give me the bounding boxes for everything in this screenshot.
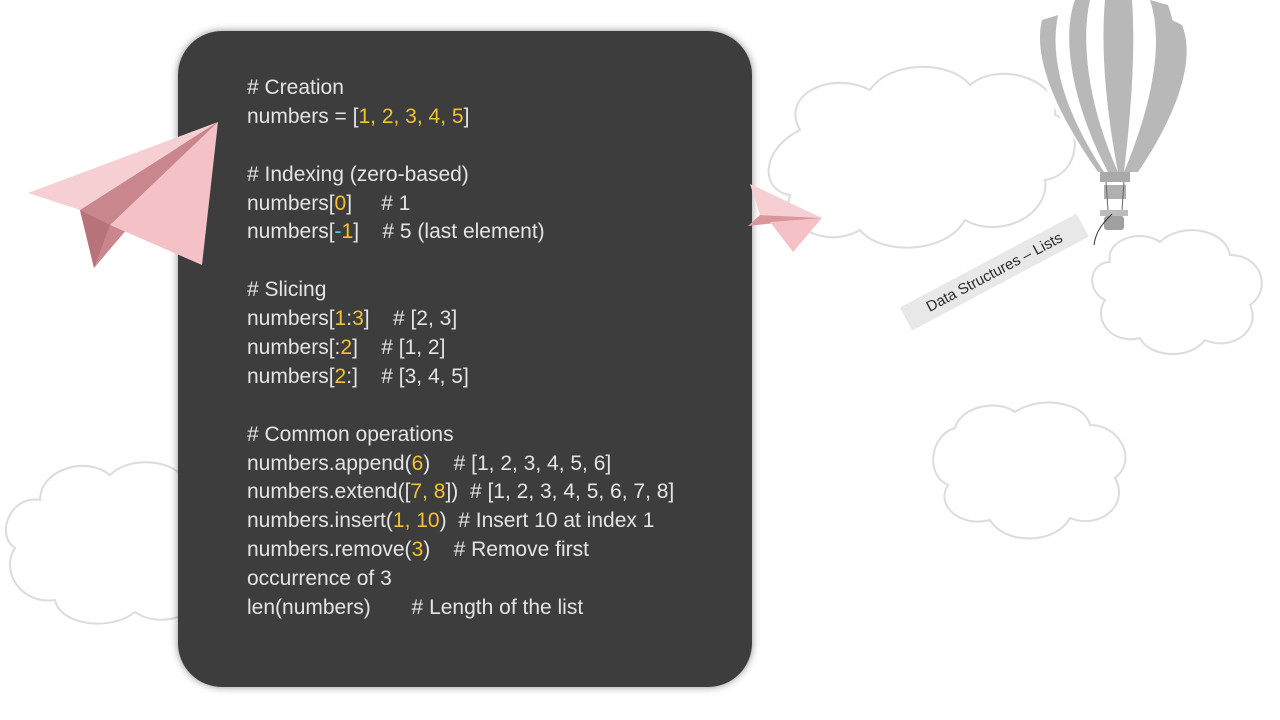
code-text: len(numbers) # Length of the list bbox=[247, 596, 584, 620]
code-line: numbers[1:3] # [2, 3] bbox=[247, 305, 674, 334]
hot-air-balloon-icon bbox=[1038, 0, 1196, 246]
code-text: ) # Remove first bbox=[423, 538, 589, 562]
code-text: numbers[ bbox=[247, 307, 335, 331]
code-text: :] # [3, 4, 5] bbox=[346, 364, 469, 388]
code-line: # Indexing (zero-based) bbox=[247, 161, 674, 190]
code-text: ] bbox=[463, 104, 470, 128]
code-text: numbers.extend([ bbox=[247, 480, 411, 504]
code-line: # Creation bbox=[247, 74, 674, 103]
cloud-icon bbox=[932, 401, 1127, 540]
code-number: 0 bbox=[334, 191, 347, 215]
code-line: len(numbers) # Length of the list bbox=[247, 594, 674, 623]
code-line: # Common operations bbox=[247, 421, 674, 450]
code-line: numbers.insert(1, 10) # Insert 10 at ind… bbox=[247, 507, 674, 536]
code-text: ]) # [1, 2, 3, 4, 5, 6, 7, 8] bbox=[445, 480, 675, 504]
code-line: numbers[:2] # [1, 2] bbox=[247, 334, 674, 363]
code-line: numbers = [1, 2, 3, 4, 5] bbox=[247, 103, 674, 132]
code-number: 2 bbox=[334, 364, 347, 388]
cloud-icon bbox=[767, 65, 1076, 249]
code-line: numbers[0] # 1 bbox=[247, 190, 674, 219]
code-line: numbers[-1] # 5 (last element) bbox=[247, 218, 674, 247]
code-blank-line bbox=[247, 392, 674, 421]
cloud-icon bbox=[1091, 229, 1263, 355]
code-number: 3 bbox=[411, 538, 424, 562]
code-text: : bbox=[346, 307, 353, 331]
code-text: numbers[ bbox=[247, 364, 335, 388]
code-text: numbers.insert( bbox=[247, 509, 393, 533]
code-comment: # Indexing (zero-based) bbox=[247, 162, 469, 186]
code-line: occurrence of 3 bbox=[247, 565, 674, 594]
code-text: ] # 5 (last element) bbox=[353, 220, 545, 244]
code-line: numbers.append(6) # [1, 2, 3, 4, 5, 6] bbox=[247, 450, 674, 479]
code-number: 1 bbox=[334, 307, 347, 331]
code-text: numbers.append( bbox=[247, 451, 412, 475]
code-number: 3 bbox=[352, 307, 364, 331]
code-line: numbers.remove(3) # Remove first bbox=[247, 536, 674, 565]
code-text: ] # [2, 3] bbox=[363, 307, 458, 331]
code-text: numbers.remove( bbox=[247, 538, 412, 562]
code-blank-line bbox=[247, 132, 674, 161]
code-number: 1 bbox=[341, 220, 354, 244]
code-text: numbers = [ bbox=[247, 104, 359, 128]
code-text: ) # [1, 2, 3, 4, 5, 6] bbox=[423, 451, 612, 475]
code-number: 6 bbox=[411, 451, 424, 475]
code-text: numbers[ bbox=[247, 191, 335, 215]
code-panel bbox=[178, 31, 752, 687]
code-comment: # Slicing bbox=[247, 278, 327, 302]
code-number: 2 bbox=[340, 336, 353, 360]
code-comment: # Creation bbox=[247, 76, 344, 99]
code-blank-line bbox=[247, 247, 674, 276]
code-line: numbers.extend([7, 8]) # [1, 2, 3, 4, 5,… bbox=[247, 478, 674, 507]
code-number: 7, 8 bbox=[410, 480, 446, 504]
code-text: occurrence of 3 bbox=[247, 567, 392, 591]
code-text: - bbox=[334, 220, 342, 244]
code-text: ] # [1, 2] bbox=[352, 336, 446, 360]
code-line: numbers[2:] # [3, 4, 5] bbox=[247, 363, 674, 392]
code-text: numbers[: bbox=[247, 336, 341, 360]
code-number: 1, 2, 3, 4, 5 bbox=[358, 104, 464, 128]
code-comment: # Common operations bbox=[247, 422, 454, 446]
code-line: # Slicing bbox=[247, 276, 674, 305]
code-text: ) # Insert 10 at index 1 bbox=[439, 509, 655, 533]
code-text: ] # 1 bbox=[346, 191, 411, 215]
code-number: 1, 10 bbox=[392, 509, 440, 533]
code-text: numbers[ bbox=[247, 220, 335, 244]
code-block: # Creation numbers = [1, 2, 3, 4, 5] # Ind… bbox=[247, 74, 674, 623]
